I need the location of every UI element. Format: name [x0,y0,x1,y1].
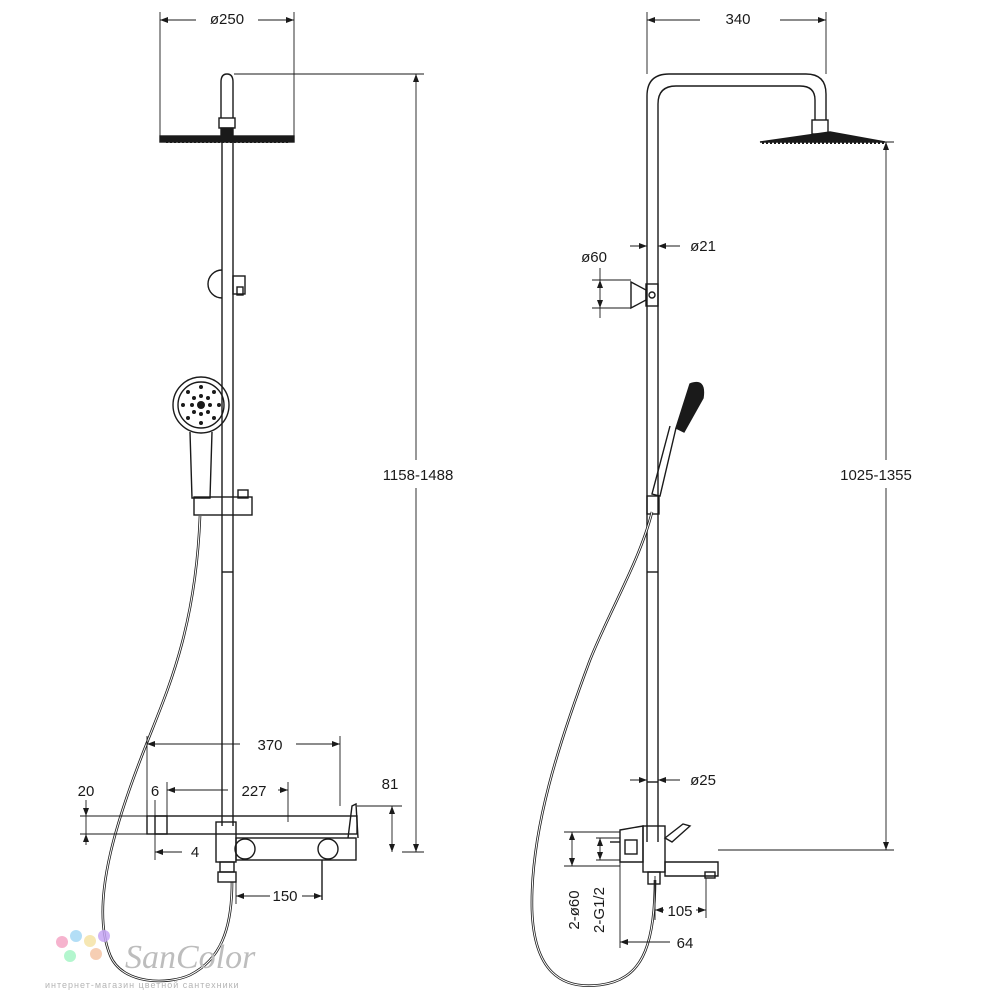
logo-dot [90,948,102,960]
dim-lip: 4 [191,844,199,861]
dim-head-diameter: ø250 [210,11,244,28]
logo-name: SanColor [125,939,256,976]
dim-shelf-thickness: 20 [78,783,95,800]
side-hand-shower [675,381,705,433]
side-mixer-valve [619,825,644,863]
dim-mixer-height: 81 [382,776,399,793]
dim-mixer-width: 370 [257,737,282,754]
dim-pipe-bottom: ø25 [690,772,716,789]
side-spout [664,861,719,877]
dim-height-side: 1025-1355 [840,467,912,484]
logo-dot [70,930,82,942]
dimension-lines [80,12,894,948]
logo-dot [64,950,76,962]
side-arm-nut [811,119,829,135]
side-slide-holder [646,495,660,515]
dimension-labels: ø250 1158-1488 370 227 20 6 4 81 150 340… [78,11,912,952]
dim-inlet-flange: 2-ø60 [566,890,583,929]
dim-shelf-offset: 227 [241,783,266,800]
side-arch-outer [646,73,827,842]
sancolor-logo: SanColor интернет-магазин цветной сантех… [45,930,256,990]
front-mixer-body [215,821,237,863]
front-mixer-spout [235,837,357,861]
front-shelf [146,815,358,835]
dim-bracket-diameter: ø60 [581,249,607,266]
logo-tagline: интернет-магазин цветной сантехники [45,980,240,990]
logo-dot [98,930,110,942]
front-hose [101,515,234,983]
dim-spout-length: 105 [667,903,692,920]
arrowheads [83,17,889,945]
dim-small-gap: 6 [151,783,159,800]
side-wall-bracket [630,280,647,310]
dim-height-front: 1158-1488 [383,467,454,484]
front-view [101,73,359,983]
side-hand-handle [651,425,677,497]
hand-shower-handle [189,431,213,499]
front-arm-stub [220,73,234,118]
side-shower-head [759,131,886,143]
dim-wall-offset: 64 [677,935,694,952]
side-view [530,73,886,988]
logo-dot [56,936,68,948]
dim-arm-reach: 340 [725,11,750,28]
front-arm-nut [218,117,236,129]
slide-holder [193,496,253,516]
logo-dots [56,930,110,962]
logo-dot [84,935,96,947]
side-arch-inner [657,85,816,842]
front-wall-bracket [207,269,223,299]
dim-pipe-top: ø21 [690,238,716,255]
front-bracket-clamp [232,275,246,295]
dim-inlet-thread: 2-G1/2 [591,887,608,933]
dim-inlet-spacing: 150 [272,888,297,905]
hand-shower-nozzles [181,385,221,425]
front-lever [347,802,359,839]
hand-shower-face [172,376,230,434]
side-lever [663,823,692,843]
